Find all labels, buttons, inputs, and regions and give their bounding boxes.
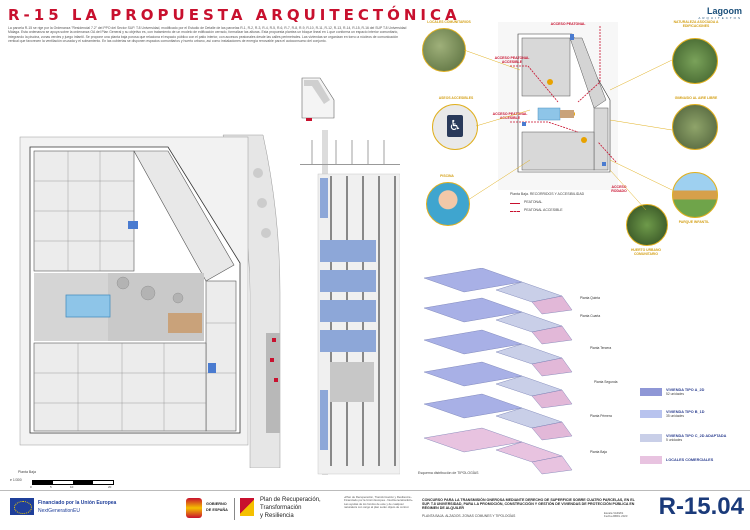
amenity-label-pool: PISCINA [440,174,454,178]
legend-typeA: VIVIENDA TIPO A_2D 52 unidades [666,388,704,396]
eu-funding-line2: NextGenerationEU [38,508,80,514]
amenity-label-garden: HUERTO URBANO COMUNITARIO [630,248,662,256]
scale-bar [32,480,114,485]
legend-accessible: PEATONAL ACCESIBLE [524,208,563,212]
legend-swatch-typeA [640,388,662,396]
exploded-axonometric [423,268,573,475]
wheelchair-icon: ♿ [432,104,478,150]
key-map [301,77,335,119]
scale-label: e 1/300 [10,478,22,482]
meta-date-label: Fecha [604,514,612,518]
scale-tick-10: 10 [70,485,74,489]
callout-access-accessible-1: ACCESO PEATONAL ACCESIBLE [494,56,530,64]
legend-typeC: VIVIENDA TIPO C_2D ADAPTADA 5 unidades [666,434,726,442]
legend-pedestrian-line [510,203,520,204]
page-title: R-15 LA PROPUESTA ARQUITECTÓNICA [8,6,461,24]
legend-typeC-title: VIVIENDA TIPO C_2D ADAPTADA [666,434,727,438]
callout-access-pedestrian: ACCESO PEATONAL [550,22,586,26]
studio-logo: Lagoom ARQUITECTOS [698,6,742,20]
meta-scale-label: Escala [604,511,613,515]
logo-subtitle: ARQUITECTOS [698,16,742,20]
legend-swatch-typeC [640,434,662,442]
sheet-subtitle: PLANTA BAJA. ALZADOS. ZONAS COMUNES Y TI… [422,514,516,518]
amenity-label-playground: PARQUE INFANTIL [678,220,710,224]
legend-typeA-count: 52 unidades [666,392,684,396]
legend-swatch-typeB [640,410,662,418]
legend-typeC-count: 5 unidades [666,438,683,442]
exploded-caption: Esquema distribución de TIPOLOGÍAS [418,471,479,475]
legend-typeB-count: 35 unidades [666,414,684,418]
access-map-caption: Planta Baja. RECORRIDOS Y ACCESIBILIDAD [510,192,585,196]
floor-label-5: Planta Quinta [580,296,600,300]
floor-label-4: Planta Cuarta [580,314,601,318]
logo-text: Lagoom [707,6,742,16]
pool-icon [426,182,470,226]
plan-label: Planta Baja [18,470,36,474]
amenity-connectors [463,49,673,211]
meta-scale-value: VARIAS [613,511,624,515]
site-plan [19,134,281,468]
sheet-number: R-15.04 [658,493,744,520]
legend-typeB-title: VIVIENDA TIPO B_1D [666,410,705,414]
recovery-plan-line3: y Resiliencia [260,513,294,519]
elevation-drawing [300,130,400,475]
funding-fine-print: «Plan de Recuperación, Transformación y … [344,495,414,510]
legend-accessible-line [510,211,520,212]
gym-icon [672,104,718,150]
playground-icon [672,172,718,218]
north-arrow [306,118,312,121]
amenity-label-gym: GIMNASIO AL AIRE LIBRE [674,96,718,100]
callout-access-vehicle: ACCESO RODADO [611,185,627,193]
amenity-label-nature: NATURALEZA ASOCIADA A EDIFICACIONES [673,20,719,28]
access-map [498,22,618,190]
floor-label-2: Planta Segunda [594,380,618,384]
floor-label-1: Planta Primera [590,414,612,418]
gov-line1: GOBIERNO [206,502,227,506]
legend-typeB: VIVIENDA TIPO B_1D 35 unidades [666,410,704,418]
scale-tick-20: 20 [108,485,112,489]
legend-swatch-commercial [640,456,662,464]
amenity-label-toilets: ASEOS ACCESIBLES [438,96,474,100]
sheet-meta: Escala VARIAS Fecha ABRIL 2023 [604,512,627,518]
footer: Financiado por la Unión Europea NextGene… [0,490,750,530]
recovery-plan-icon [240,498,254,516]
recovery-plan-line1: Plan de Recuperación, [260,497,321,503]
recovery-plan-line2: Transformación [260,505,302,511]
floor-label-0: Planta Baja [590,450,607,454]
intro-text: La parcela R-15 se rige por la Ordenanza… [8,26,407,43]
scale-tick-0: 0 [30,485,32,489]
plant-icon [672,38,718,84]
garden-icon [626,204,668,246]
callout-access-accessible-2: ACCESO PEATONAL ACCESIBLE [492,112,528,120]
legend-pedestrian: PEATONAL [524,200,543,204]
meta-date-value: ABRIL 2023 [612,514,628,518]
eu-funding-line1: Financiado por la Unión Europea [38,500,117,506]
scale-tick-5: 5 [50,485,52,489]
gov-line2: DE ESPAÑA [206,508,228,512]
shop-icon [422,28,466,72]
amenity-label-shops: LOCALES COMUNITARIOS [427,20,471,24]
floor-label-3: Planta Tercera [590,346,612,350]
legend-typeA-title: VIVIENDA TIPO A_2D [666,388,705,392]
eu-flag-icon [10,498,34,515]
contest-title: CONCURSO PARA LA TRANSMISIÓN ONEROSA MED… [422,498,635,511]
spain-crest-icon [186,498,202,518]
legend-commercial: LOCALES COMERCIALES [666,458,714,462]
